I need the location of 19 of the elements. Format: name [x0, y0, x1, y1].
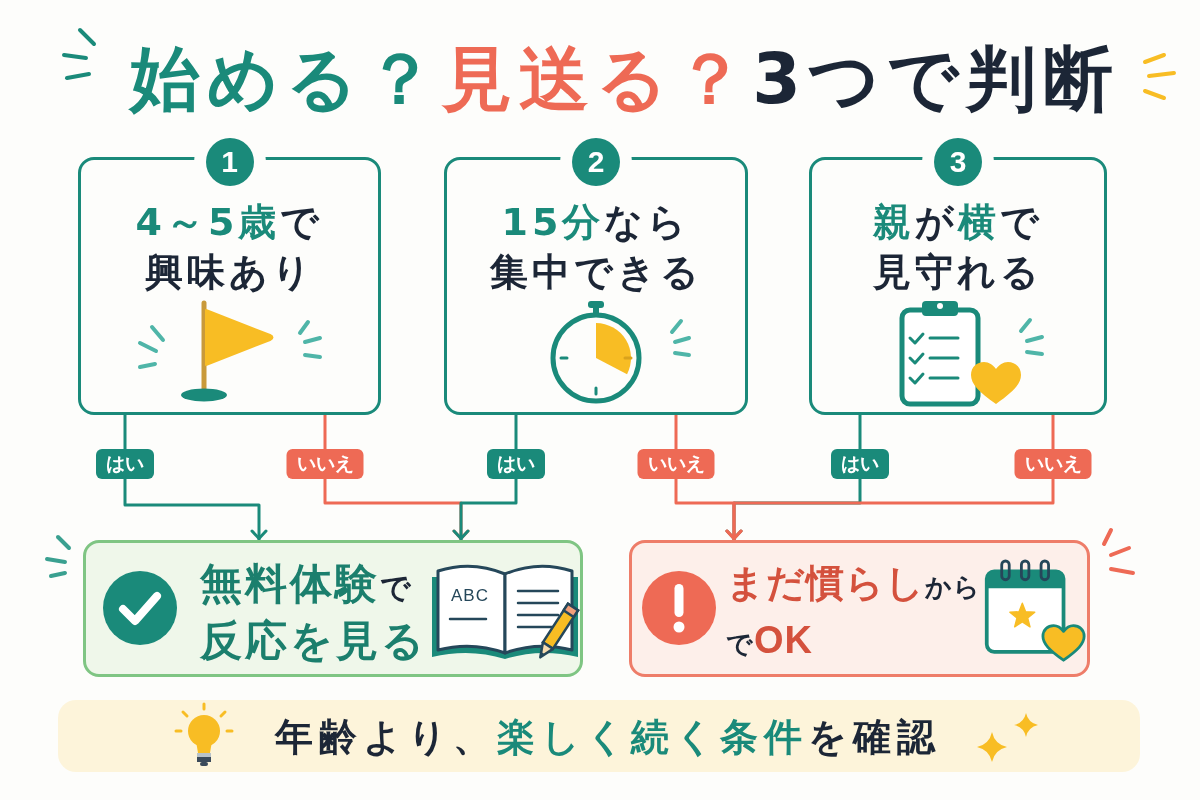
edge-label: はい — [487, 449, 545, 479]
result-panel — [83, 540, 583, 677]
criteria-text: 15分なら集中できる — [488, 199, 704, 296]
edge-label: はい — [831, 449, 889, 479]
summary-text: 年齢より、楽しく続く条件を確認 — [275, 715, 941, 760]
title: 始める？見送る？3つで判断 — [130, 37, 1120, 122]
edge-label: いいえ — [286, 449, 364, 479]
result-text: 無料体験で反応を見る — [200, 559, 428, 666]
flow-arrow — [123, 415, 268, 540]
summary-banner — [58, 700, 1140, 772]
result-panel — [629, 540, 1090, 677]
criteria-text: 親が横で見守れる — [872, 199, 1044, 296]
edge-label: いいえ — [1014, 449, 1092, 479]
page-text: ABC — [451, 586, 489, 606]
result-text: まだ慣らしからでOK — [726, 561, 982, 663]
edge-label: はい — [96, 449, 154, 479]
edge-label: いいえ — [637, 449, 715, 479]
criteria-text: 4～5歳で興味あり — [134, 199, 325, 296]
flow-arrow — [725, 415, 1055, 540]
